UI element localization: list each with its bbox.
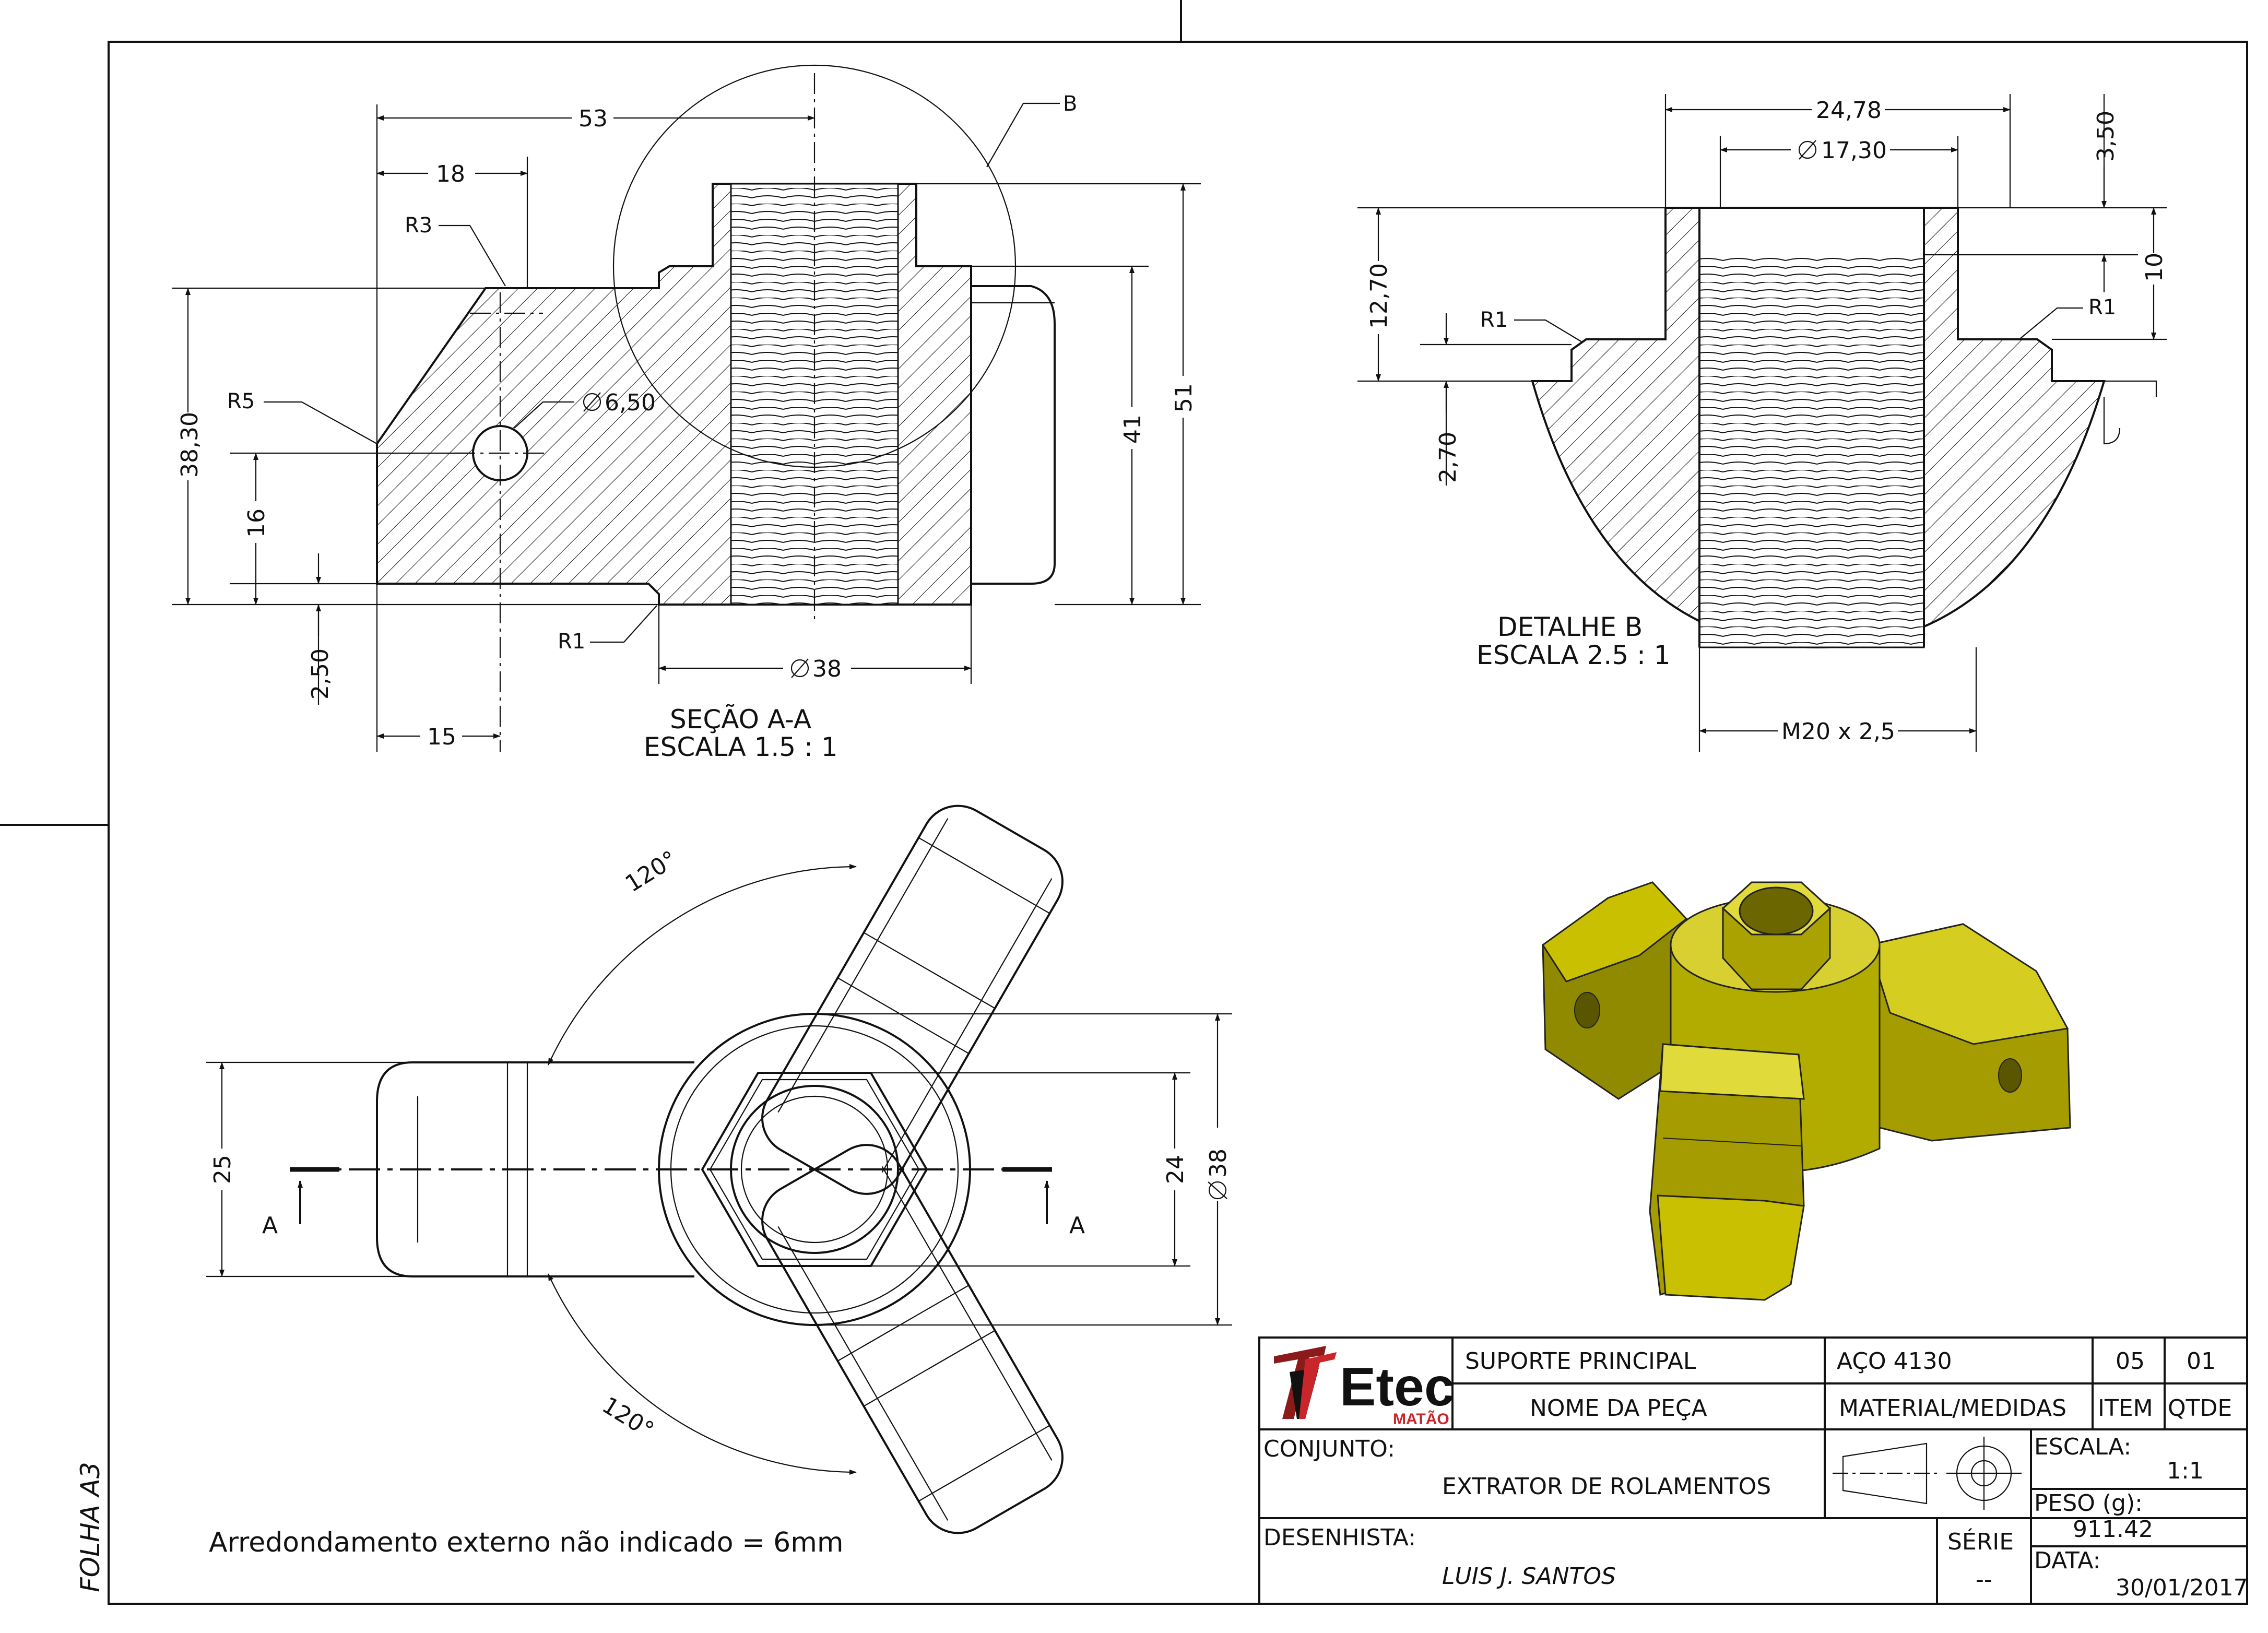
drafter-label: DESENHISTA: — [1263, 1524, 1416, 1551]
weight-label: PESO (g): — [2034, 1490, 2143, 1517]
detail-caption-title: DETALHE B — [1497, 612, 1643, 642]
dim-2-70: 2,70 — [1435, 432, 1461, 483]
dim-24-78: 24,78 — [1816, 97, 1882, 124]
item-label: ITEM — [2098, 1395, 2153, 1422]
dim-hole-6-50: 6,50 — [605, 389, 656, 416]
projection-symbol-icon — [1833, 1437, 2022, 1510]
dim-18: 18 — [436, 161, 465, 187]
dim-41: 41 — [1119, 415, 1146, 444]
angle-bottom: 120° — [597, 1392, 658, 1443]
quantity: 01 — [2187, 1348, 2216, 1375]
dim-38: 38 — [1205, 1149, 1232, 1178]
isometric-render — [1541, 881, 2071, 1301]
sheet-frame: FOLHA A3 — [0, 0, 2248, 1605]
section-caption-title: SEÇÃO A-A — [670, 704, 811, 735]
detail-thread — [1698, 207, 1925, 648]
logo-subtext: MATÃO — [1393, 1410, 1449, 1428]
general-note: Arredondamento externo não indicado = 6m… — [209, 1527, 844, 1558]
title-block: Etec MATÃO SUPORTE PRINCIPAL NOME DA PEÇ… — [1258, 1336, 2248, 1605]
dim-15: 15 — [427, 724, 456, 750]
dim-10: 10 — [2141, 253, 2168, 282]
top-view: A A 25 24 38 120° 120° — [206, 804, 1233, 1534]
drafter-name: LUIS J. SANTOS — [1442, 1563, 1616, 1590]
part-name-label: NOME DA PEÇA — [1530, 1395, 1707, 1422]
dim-3-50: 3,50 — [2093, 111, 2119, 162]
series-label: SÉRIE — [1947, 1528, 2014, 1555]
dim-thread: M20 x 2,5 — [1781, 718, 1895, 745]
scale-value: 1:1 — [2167, 1458, 2204, 1484]
dim-bore-38: 38 — [812, 656, 842, 682]
cut-label-right: A — [1069, 1212, 1085, 1239]
dim-38-30: 38,30 — [176, 412, 203, 478]
logo-text: Etec — [1340, 1357, 1455, 1417]
etec-logo: Etec MATÃO — [1274, 1346, 1455, 1428]
date-value: 30/01/2017 — [2116, 1575, 2248, 1601]
dim-17-30: 17,30 — [1821, 137, 1887, 164]
section-a-a-view: B 53 18 15 38,30 16 2,50 — [172, 64, 1201, 762]
weight-value: 911.42 — [2073, 1516, 2153, 1543]
callout-r5: R5 — [227, 389, 255, 413]
material-label: MATERIAL/MEDIDAS — [1839, 1395, 2066, 1422]
material: AÇO 4130 — [1837, 1348, 1952, 1375]
dim-25: 25 — [209, 1155, 236, 1184]
scale-label: ESCALA: — [2034, 1434, 2131, 1460]
angle-top: 120° — [621, 846, 682, 897]
quantity-label: QTDE — [2168, 1395, 2232, 1422]
detail-ref-label: B — [1063, 92, 1077, 116]
dim-16: 16 — [243, 508, 270, 538]
part-name: SUPORTE PRINCIPAL — [1465, 1348, 1696, 1375]
detail-caption-scale: ESCALA 2.5 : 1 — [1476, 640, 1671, 670]
callout-r1: R1 — [558, 630, 585, 654]
series-value: -- — [1976, 1566, 1992, 1593]
callout-detail-r1-right: R1 — [2088, 295, 2116, 320]
dim-24: 24 — [1162, 1155, 1189, 1184]
dim-53: 53 — [578, 105, 608, 132]
section-side-arm — [971, 285, 1056, 585]
section-caption-scale: ESCALA 1.5 : 1 — [644, 732, 838, 762]
dim-2-50: 2,50 — [307, 648, 334, 700]
callout-r3: R3 — [405, 214, 432, 238]
date-label: DATA: — [2034, 1547, 2100, 1574]
item-number: 05 — [2116, 1348, 2145, 1375]
assembly-name: EXTRATOR DE ROLAMENTOS — [1442, 1473, 1771, 1500]
cut-label-left: A — [262, 1212, 278, 1239]
detail-b-view: 24,78 17,30 3,50 10 12,70 2,70 R1 — [1357, 94, 2169, 752]
callout-detail-r1-left: R1 — [1480, 308, 1508, 332]
assembly-label: CONJUNTO: — [1263, 1436, 1395, 1462]
dim-51: 51 — [1171, 383, 1197, 412]
dim-12-70: 12,70 — [1366, 263, 1392, 329]
sheet-format-label: FOLHA A3 — [75, 1462, 105, 1592]
